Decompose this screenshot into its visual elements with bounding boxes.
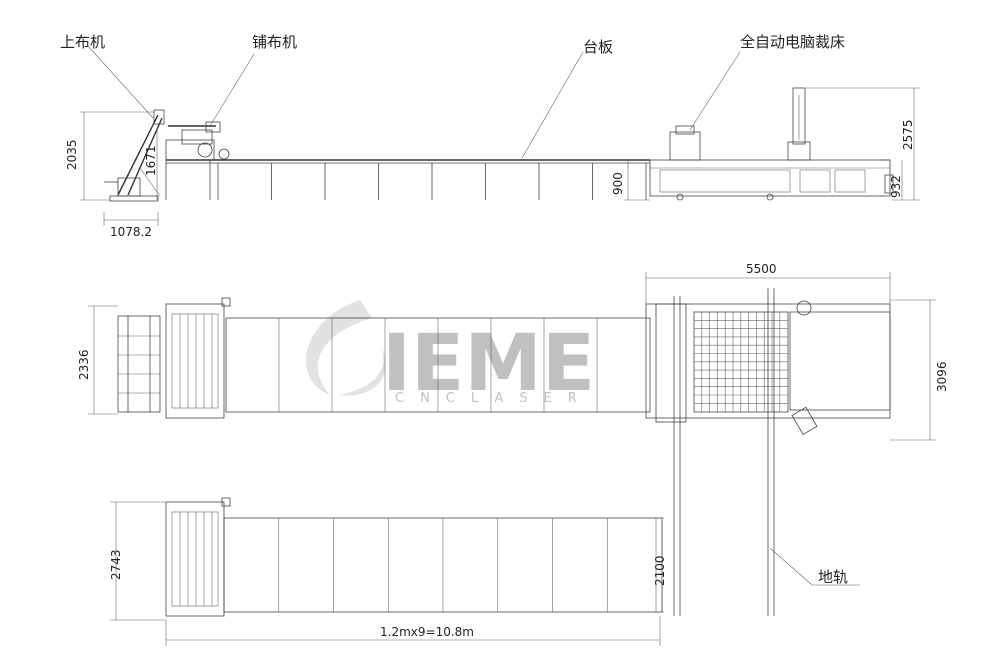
loader-label: 上布机 [60, 33, 105, 51]
plan-width-loader-dimension: 2336 [77, 349, 91, 380]
cutter-height-dimension: 2575 [901, 119, 915, 150]
table-plan [225, 317, 651, 413]
table-side-view [166, 159, 650, 200]
cutter-plan [645, 300, 891, 435]
loader-side-view [104, 109, 165, 202]
plan2-table-width-dimension: 2100 [653, 555, 667, 586]
plan-view-top: 2336 5500 3096 [77, 262, 949, 616]
table-plan-2 [223, 517, 663, 613]
rail-leader-line [769, 547, 813, 586]
spreader-plan [165, 297, 231, 419]
spreader-side-view [165, 121, 230, 200]
plan-width-cutter-dimension: 3096 [935, 361, 949, 392]
rail-label: 地轨 [818, 568, 848, 586]
cutter-label: 全自动电脑裁床 [740, 33, 845, 51]
loader-width-dimension: 1078.2 [110, 225, 152, 239]
table-height-dimension: 900 [611, 172, 625, 195]
side-elevation: 2035 1671 1078.2 900 2575 932 上布机 铺布机 台板… [60, 33, 920, 239]
spreader-leader-line [209, 53, 255, 127]
loader-height-dimension: 2035 [65, 139, 79, 170]
cutter-base-height-dimension: 932 [889, 175, 903, 198]
watermark: IEME CNCLASER [306, 300, 595, 409]
spreader-plan-2 [165, 497, 231, 617]
table-leader-line [521, 51, 584, 159]
loader-leader-line [87, 45, 154, 119]
plan-view-bottom: 2743 2100 1.2mx9=10.8m 地轨 [109, 497, 860, 646]
plan2-width-dimension: 2743 [109, 549, 123, 580]
watermark-subtitle: CNCLASER [395, 391, 593, 406]
cutter-length-dimension: 5500 [746, 262, 777, 276]
spreader-label: 铺布机 [252, 33, 297, 51]
loader-plan [117, 315, 161, 413]
table-label: 台板 [583, 38, 613, 56]
watermark-brand: IEME [382, 319, 595, 409]
cutter-side-view [649, 87, 894, 201]
cutter-leader-line [689, 51, 741, 131]
side-dimension-lines [80, 87, 920, 226]
table-length-dimension: 1.2mx9=10.8m [380, 625, 474, 639]
watermark-logo-icon [306, 300, 372, 395]
spreader-height-dimension: 1671 [144, 145, 158, 176]
